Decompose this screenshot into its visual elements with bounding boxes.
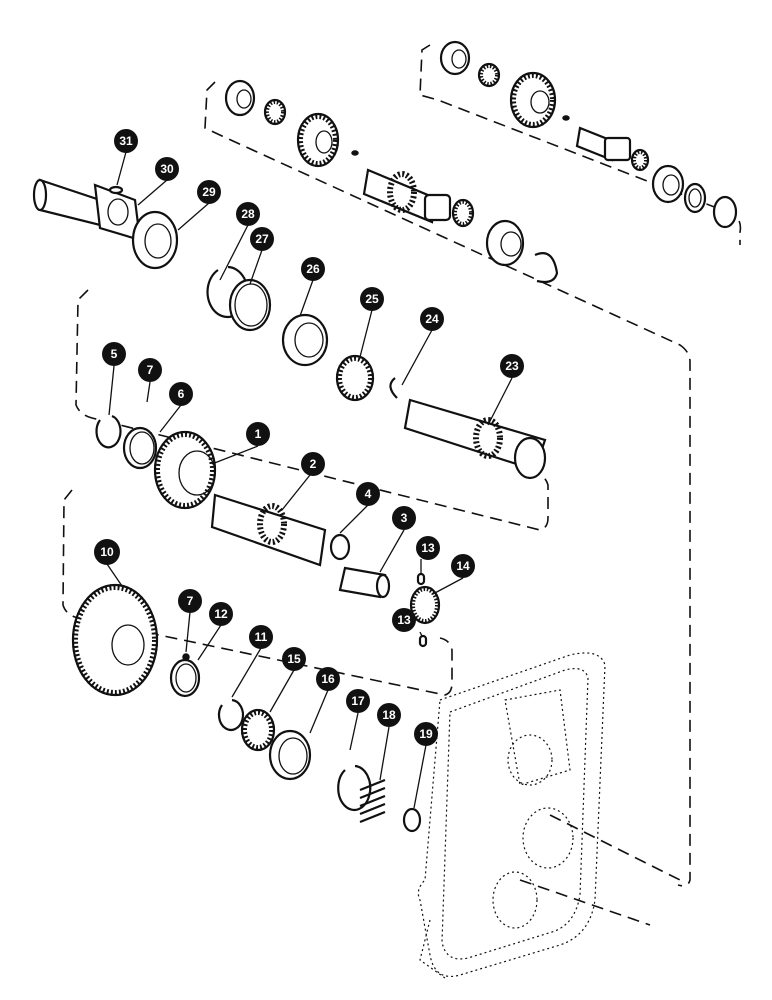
svg-text:4: 4 <box>365 487 372 501</box>
callout-25: 25 <box>360 287 384 311</box>
idler-gear-assembly <box>71 583 422 833</box>
svg-text:13: 13 <box>397 613 411 627</box>
leader-lines <box>106 151 513 809</box>
callout-7-upper: 7 <box>138 358 162 382</box>
svg-text:7: 7 <box>147 363 154 377</box>
svg-text:7: 7 <box>187 594 194 608</box>
callout-30: 30 <box>155 157 179 181</box>
svg-text:18: 18 <box>382 708 396 722</box>
group-brackets <box>62 44 742 887</box>
svg-text:6: 6 <box>178 387 185 401</box>
countershaft-assembly <box>95 414 441 648</box>
callout-23: 23 <box>500 354 524 378</box>
callout-3: 3 <box>392 506 416 530</box>
callout-13-upper: 13 <box>416 536 440 560</box>
callout-17: 17 <box>346 689 370 713</box>
callout-19: 19 <box>414 722 438 746</box>
callout-4: 4 <box>356 482 380 506</box>
svg-text:28: 28 <box>241 207 255 221</box>
spring <box>359 778 386 824</box>
svg-text:17: 17 <box>351 694 365 708</box>
callout-29: 29 <box>197 180 221 204</box>
callout-31: 31 <box>114 129 138 153</box>
top-right-shaft-assembly <box>439 40 738 229</box>
svg-text:11: 11 <box>255 630 268 644</box>
callout-11: 11 <box>249 625 273 649</box>
callout-6: 6 <box>169 382 193 406</box>
callout-10: 10 <box>94 539 120 565</box>
callout-26: 26 <box>301 257 325 281</box>
upper-shaft-assembly <box>224 79 559 284</box>
svg-text:23: 23 <box>505 359 519 373</box>
svg-text:15: 15 <box>287 652 301 666</box>
housing-cover <box>417 652 681 979</box>
svg-text:19: 19 <box>419 727 433 741</box>
svg-text:12: 12 <box>214 607 228 621</box>
callout-28: 28 <box>236 202 260 226</box>
callout-18: 18 <box>377 703 401 727</box>
svg-text:1: 1 <box>255 427 262 441</box>
svg-text:25: 25 <box>365 292 379 306</box>
svg-text:31: 31 <box>119 134 133 148</box>
svg-text:24: 24 <box>425 312 439 326</box>
svg-text:27: 27 <box>255 232 269 246</box>
svg-text:10: 10 <box>100 545 114 559</box>
svg-text:29: 29 <box>202 185 216 199</box>
svg-text:3: 3 <box>401 511 408 525</box>
callout-24: 24 <box>420 307 444 331</box>
svg-text:2: 2 <box>310 457 317 471</box>
svg-text:14: 14 <box>456 559 470 573</box>
callout-1: 1 <box>246 422 270 446</box>
svg-text:16: 16 <box>321 672 335 686</box>
svg-text:13: 13 <box>421 541 435 555</box>
input-shaft-assembly <box>32 178 547 480</box>
callout-14: 14 <box>451 554 475 578</box>
callouts: 1 2 3 4 5 6 7 7 10 11 12 13 13 14 15 16 … <box>94 129 524 746</box>
callout-7-lower: 7 <box>178 589 202 613</box>
svg-text:5: 5 <box>111 347 118 361</box>
callout-12: 12 <box>209 602 233 626</box>
svg-text:30: 30 <box>160 162 174 176</box>
svg-text:26: 26 <box>306 262 320 276</box>
callout-13-lower: 13 <box>392 608 416 632</box>
callout-16: 16 <box>316 667 340 691</box>
callout-2: 2 <box>301 452 325 476</box>
callout-5: 5 <box>102 342 126 366</box>
callout-15: 15 <box>282 647 306 671</box>
callout-27: 27 <box>250 227 274 251</box>
